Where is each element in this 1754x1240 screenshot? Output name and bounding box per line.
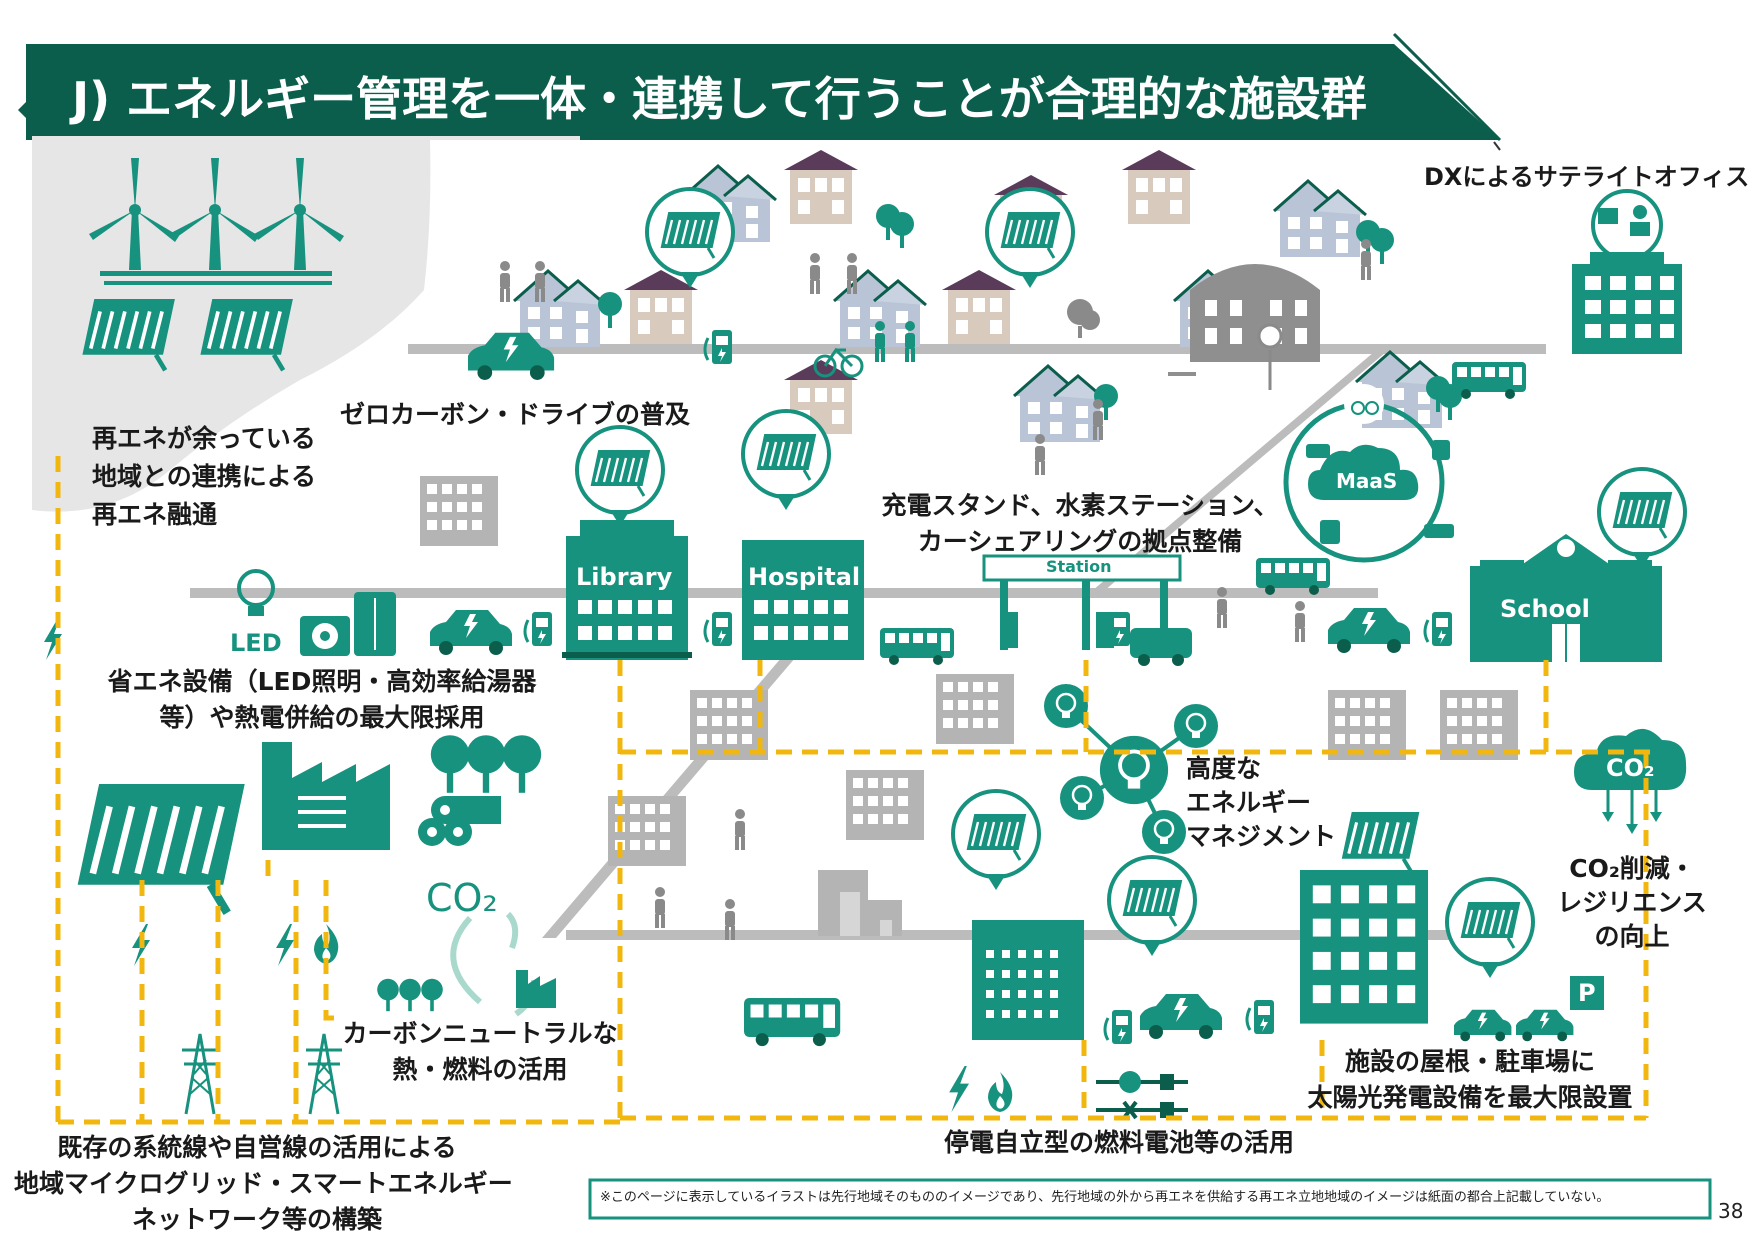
solar-roof-line: 太陽光発電設備を最大限設置 bbox=[1307, 1083, 1633, 1112]
page-number: 38 bbox=[1718, 1199, 1744, 1223]
advanced-energy-label: 高度な エネルギー マネジメント bbox=[1186, 752, 1336, 854]
station-building bbox=[982, 554, 1192, 666]
energy-saving-line: 省エネ設備（LED照明・高効率給湯器 bbox=[107, 667, 537, 696]
library-label: Library bbox=[576, 563, 673, 591]
satellite-office-label: DXによるサテライトオフィス bbox=[1424, 163, 1750, 191]
apartment-buildings bbox=[420, 476, 1518, 936]
renewable-region-line: 再エネ融通 bbox=[92, 500, 218, 529]
energy-saving-label: 省エネ設備（LED照明・高効率給湯器 等）や熱電併給の最大限採用 bbox=[72, 664, 572, 736]
heat-pump-icon bbox=[300, 592, 396, 656]
advanced-energy-line: エネルギー bbox=[1186, 788, 1312, 817]
zero-carbon-drive-label: ゼロカーボン・ドライブの普及 bbox=[340, 400, 691, 429]
parking-label: P bbox=[1578, 979, 1596, 1007]
microgrid-label: 既存の系統線や自営線の活用による 地域マイクログリッド・スマートエネルギー ネッ… bbox=[14, 1130, 513, 1238]
footnote-box bbox=[588, 1178, 1712, 1220]
title-banner bbox=[18, 32, 1502, 151]
carbon-neutral-label: カーボンニュートラルな 熱・燃料の活用 bbox=[330, 1016, 630, 1088]
hospital-label: Hospital bbox=[748, 563, 861, 591]
carbon-neutral-line: 熱・燃料の活用 bbox=[392, 1055, 568, 1084]
wind-turbine-icon bbox=[89, 158, 344, 285]
solar-roof-line: 施設の屋根・駐車場に bbox=[1344, 1047, 1595, 1076]
co2-reduction-line: レジリエンス bbox=[1557, 888, 1707, 917]
school-label: School bbox=[1500, 595, 1590, 623]
led-label: LED bbox=[230, 629, 282, 657]
factory-icon bbox=[262, 742, 390, 850]
co2-reduction-line: CO₂削減・ bbox=[1569, 854, 1695, 883]
parking-icon bbox=[1570, 976, 1604, 1010]
microgrid-line: ネットワーク等の構築 bbox=[131, 1205, 382, 1234]
power-tower-icon bbox=[180, 1032, 344, 1116]
solar-roof-label: 施設の屋根・駐車場に 太陽光発電設備を最大限設置 bbox=[1260, 1044, 1680, 1116]
co2-cycle-label: CO₂ bbox=[426, 876, 498, 920]
energy-saving-line: 等）や熱電併給の最大限採用 bbox=[159, 703, 485, 732]
bulb-icon bbox=[237, 569, 275, 616]
station-label: Station bbox=[1046, 557, 1112, 576]
civic-building bbox=[1168, 264, 1320, 376]
outlet-icon bbox=[1096, 1071, 1188, 1120]
renewable-region-line: 再エネが余っている bbox=[92, 424, 316, 453]
renewable-region-line: 地域との連携による bbox=[92, 462, 317, 491]
hospital-building bbox=[742, 540, 864, 660]
clock-icon bbox=[1257, 323, 1283, 390]
bicycle-icon bbox=[813, 347, 864, 378]
maas-label: MaaS bbox=[1336, 469, 1398, 493]
charging-station-line: 充電スタンド、水素ステーション、 bbox=[881, 491, 1279, 520]
advanced-energy-line: マネジメント bbox=[1186, 822, 1337, 851]
co2-reduction-label: CO₂削減・ レジリエンス の向上 bbox=[1542, 852, 1722, 954]
renewable-region-label: 再エネが余っている 地域との連携による 再エネ融通 bbox=[92, 420, 316, 534]
fuel-cell-label: 停電自立型の燃料電池等の活用 bbox=[944, 1128, 1295, 1157]
microgrid-line: 既存の系統線や自営線の活用による bbox=[57, 1133, 457, 1162]
maas-hub bbox=[1283, 384, 1454, 563]
school-building bbox=[1470, 534, 1662, 662]
library-building bbox=[562, 520, 692, 660]
solar-panel-icon bbox=[1339, 810, 1422, 874]
co2-cloud-label: CO₂ bbox=[1606, 754, 1655, 782]
microgrid-lines bbox=[55, 456, 1656, 1125]
charging-station-line: カーシェアリングの拠点整備 bbox=[917, 527, 1243, 556]
advanced-energy-line: 高度な bbox=[1186, 754, 1262, 783]
satellite-office-building bbox=[1572, 189, 1682, 354]
cloud-icon bbox=[1574, 728, 1687, 834]
co2-reduction-line: の向上 bbox=[1594, 922, 1670, 951]
forest-icon bbox=[430, 735, 542, 793]
renewable-region-area bbox=[32, 136, 580, 512]
carbon-neutral-line: カーボンニュートラルな bbox=[342, 1019, 618, 1048]
co2-cycle bbox=[377, 911, 556, 1017]
microgrid-line: 地域マイクログリッド・スマートエネルギー bbox=[14, 1169, 513, 1198]
footnote: ※このページに表示しているイラストは先行地域そのもののイメージであり、先行地域の… bbox=[600, 1190, 1610, 1205]
office-building bbox=[1300, 870, 1428, 1024]
office-building bbox=[972, 920, 1084, 1040]
page-title: J) エネルギー管理を一体・連携して行うことが合理的な施設群 bbox=[72, 72, 1367, 126]
charging-station-label: 充電スタンド、水素ステーション、 カーシェアリングの拠点整備 bbox=[880, 488, 1280, 560]
logs-icon bbox=[418, 796, 501, 846]
